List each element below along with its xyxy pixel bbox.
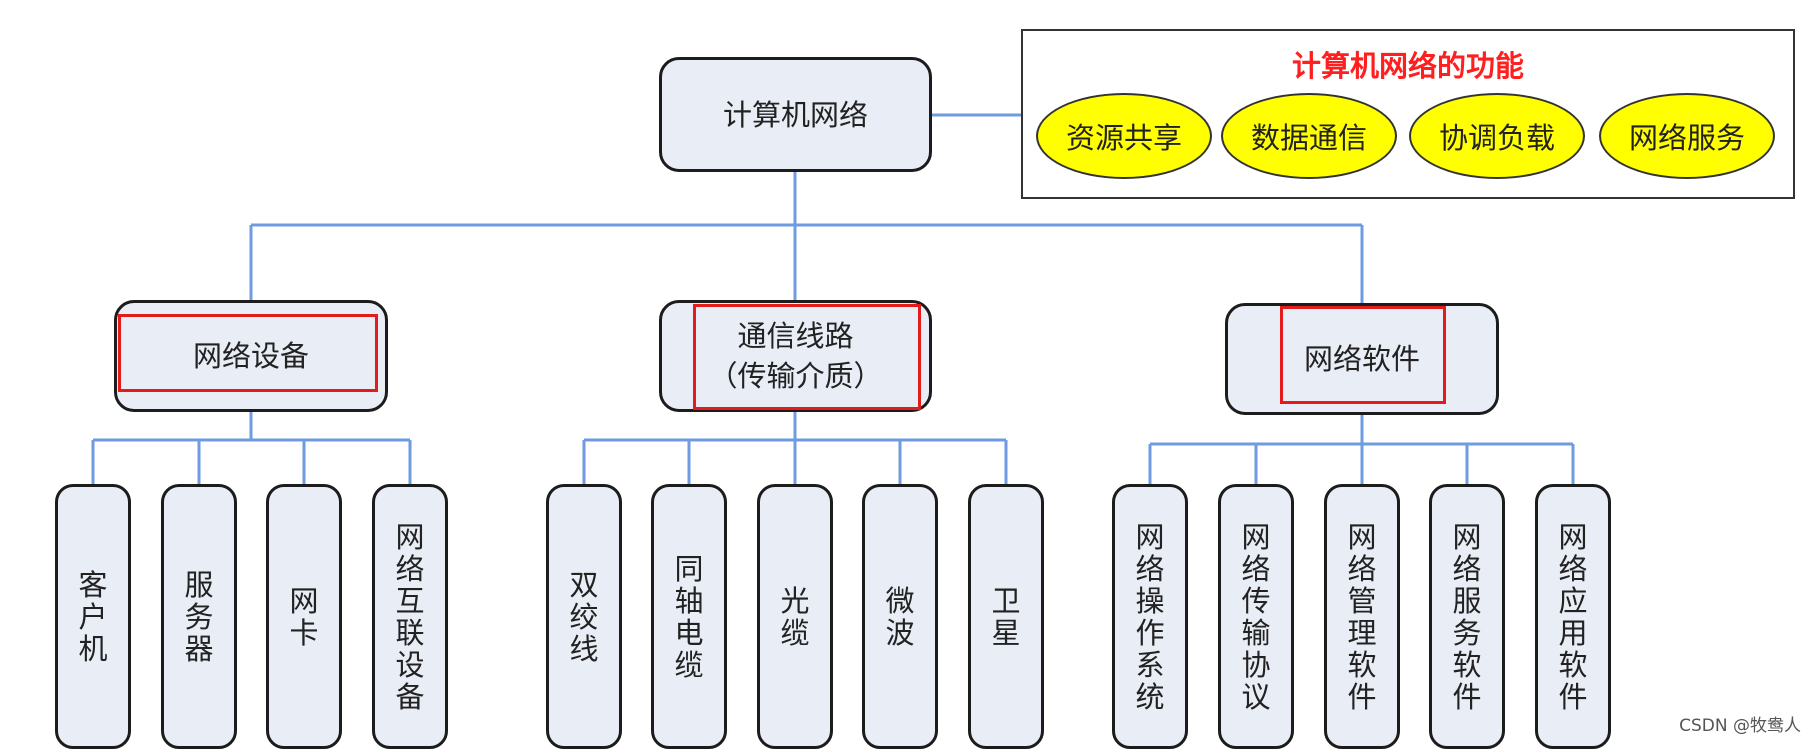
leaf-label: 双绞线 bbox=[569, 567, 599, 666]
leaf-node: 双绞线 bbox=[546, 484, 622, 749]
category-node: 网络设备 bbox=[114, 300, 388, 412]
category-label: 通信线路 （传输介质） bbox=[708, 319, 883, 393]
highlight-box bbox=[1280, 306, 1446, 404]
root-label: 计算机网络 bbox=[722, 97, 868, 132]
leaf-node: 微波 bbox=[862, 484, 938, 749]
leaf-node: 网络互联设备 bbox=[372, 484, 448, 749]
watermark: CSDN @牧鸯人 bbox=[1679, 716, 1801, 736]
leaf-label: 网络互联设备 bbox=[395, 519, 425, 714]
functions-panel: 计算机网络的功能 资源共享 数据通信 协调负载 网络服务 bbox=[1021, 29, 1795, 199]
leaf-label: 网络操作系统 bbox=[1135, 519, 1165, 714]
leaf-node: 卫星 bbox=[968, 484, 1044, 749]
category-node: 网络软件 bbox=[1225, 303, 1499, 415]
function-ellipse: 网络服务 bbox=[1599, 93, 1775, 179]
leaf-label: 网卡 bbox=[289, 583, 319, 650]
functions-title: 计算机网络的功能 bbox=[1291, 49, 1524, 83]
category-node: 通信线路 （传输介质） bbox=[659, 300, 932, 412]
leaf-node: 网卡 bbox=[266, 484, 342, 749]
leaf-node: 网络管理软件 bbox=[1324, 484, 1400, 749]
leaf-label: 卫星 bbox=[991, 583, 1021, 650]
highlight-box bbox=[118, 314, 378, 392]
leaf-label: 同轴电缆 bbox=[674, 551, 704, 682]
leaf-node: 同轴电缆 bbox=[651, 484, 727, 749]
leaf-node: 网络传输协议 bbox=[1218, 484, 1294, 749]
leaf-node: 光缆 bbox=[757, 484, 833, 749]
leaf-node: 服务器 bbox=[161, 484, 237, 749]
leaf-label: 网络服务软件 bbox=[1452, 519, 1482, 714]
leaf-node: 网络服务软件 bbox=[1429, 484, 1505, 749]
function-ellipse: 协调负载 bbox=[1409, 93, 1585, 179]
leaf-label: 光缆 bbox=[780, 583, 810, 650]
leaf-label: 网络传输协议 bbox=[1241, 519, 1271, 714]
leaf-node: 客户机 bbox=[55, 484, 131, 749]
leaf-label: 微波 bbox=[885, 583, 915, 650]
leaf-label: 网络管理软件 bbox=[1347, 519, 1377, 714]
category-label: 网络设备 bbox=[192, 339, 309, 373]
function-ellipse: 资源共享 bbox=[1036, 93, 1212, 179]
leaf-node: 网络应用软件 bbox=[1535, 484, 1611, 749]
category-label: 网络软件 bbox=[1303, 342, 1420, 376]
root-node: 计算机网络 bbox=[659, 57, 932, 172]
highlight-box bbox=[693, 304, 921, 410]
leaf-label: 服务器 bbox=[184, 567, 214, 666]
leaf-label: 网络应用软件 bbox=[1558, 519, 1588, 714]
leaf-label: 客户机 bbox=[78, 567, 108, 666]
leaf-node: 网络操作系统 bbox=[1112, 484, 1188, 749]
function-ellipse: 数据通信 bbox=[1221, 93, 1397, 179]
